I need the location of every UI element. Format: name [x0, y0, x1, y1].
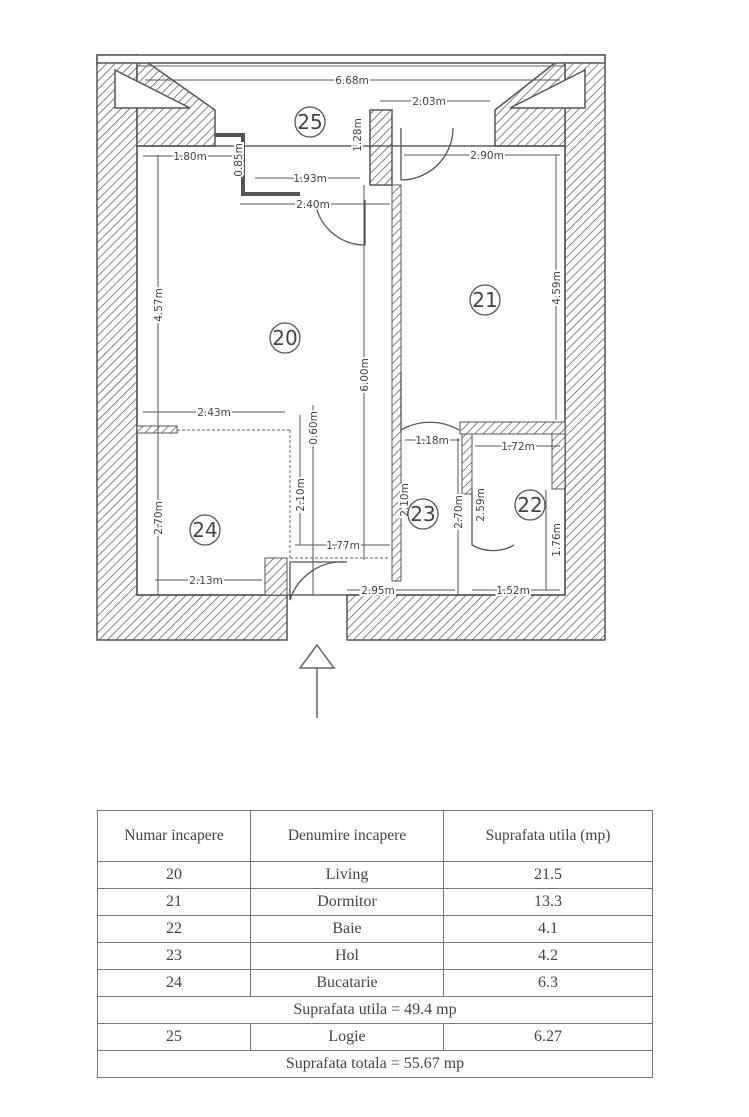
cell-room-number: 24 — [97, 969, 251, 997]
cell-room-number: 22 — [97, 915, 251, 943]
table-row: 23 Hol 4.2 — [97, 942, 653, 970]
dim-living-height: 4.57m — [153, 288, 165, 322]
cell-room-name: Dormitor — [250, 888, 444, 916]
cell-room-number: 20 — [97, 861, 251, 889]
dim-kitchen-height: 2.70m — [153, 501, 165, 535]
header-room-name: Denumire incapere — [250, 810, 444, 862]
dim-bedroom-height: 4.59m — [551, 271, 563, 305]
cell-room-name: Hol — [250, 942, 444, 970]
cell-room-number: 23 — [97, 942, 251, 970]
table-row: 21 Dormitor 13.3 — [97, 888, 653, 916]
table-row: 20 Living 21.5 — [97, 861, 653, 889]
cell-room-number: 21 — [97, 888, 251, 916]
dim-bath-door-height: 2.59m — [475, 488, 487, 522]
room-area-table: Numar incapere Denumire incapere Suprafa… — [97, 810, 653, 1078]
dim-living-full-height: 6.00m — [359, 358, 371, 392]
dim-bedroom-width: 2.90m — [470, 150, 504, 162]
cell-room-area: 21.5 — [443, 861, 653, 889]
dim-logia-pillar: 1.28m — [352, 118, 364, 152]
table-row: 22 Baie 4.1 — [97, 915, 653, 943]
cell-room-area: 4.2 — [443, 942, 653, 970]
cell-room-name: Living — [250, 861, 444, 889]
room-label-21: 21 — [472, 288, 497, 312]
header-usable-area: Suprafata utila (mp) — [443, 810, 653, 862]
cell-room-area: 13.3 — [443, 888, 653, 916]
dim-hall-width: 1.18m — [415, 435, 449, 447]
cell-room-area: 6.27 — [443, 1023, 653, 1051]
dim-living-upper-width: 2.40m — [296, 199, 330, 211]
cell-room-name: Bucatarie — [250, 969, 444, 997]
dim-entry-width: 1.77m — [326, 540, 360, 552]
dim-kitchen-offset: 0.60m — [308, 411, 320, 445]
dim-living-step-vertical: 0.85m — [233, 143, 245, 177]
dim-bath-bottom-width: 1.52m — [496, 585, 530, 597]
dim-logia-width: 6.68m — [335, 75, 369, 87]
dim-bath-height: 1.76m — [551, 523, 563, 557]
total-area: Suprafata totala = 55.67 mp — [97, 1050, 653, 1078]
cell-room-number: 25 — [97, 1023, 251, 1051]
dim-bath-width: 1.72m — [501, 441, 535, 453]
cell-room-name: Logie — [250, 1023, 444, 1051]
header-room-number: Numar incapere — [97, 810, 251, 862]
dim-living-step-width: 1.93m — [293, 173, 327, 185]
dim-hall-height: 2.10m — [399, 483, 411, 517]
cell-room-name: Baie — [250, 915, 444, 943]
exterior-walls — [96, 53, 606, 641]
dim-kitchen-inner-height: 2.10m — [295, 478, 307, 512]
dim-living-top-left: 1.80m — [173, 151, 207, 163]
room-label-20: 20 — [272, 326, 297, 350]
table-header-row: Numar incapere Denumire incapere Suprafa… — [97, 810, 653, 862]
table-row: 25 Logie 6.27 — [97, 1023, 653, 1051]
dim-kitchen-width-top: 2.43m — [197, 407, 231, 419]
room-label-22: 22 — [517, 493, 542, 517]
cell-room-area: 6.3 — [443, 969, 653, 997]
dim-logia-door: 2.03m — [412, 96, 446, 108]
room-label-24: 24 — [192, 518, 217, 542]
subtotal-row: Suprafata utila = 49.4 mp — [97, 996, 653, 1024]
dim-hall-right-height: 2.70m — [453, 495, 465, 529]
floor-plan: 6.68m 2.03m 1.80m 1.93m 2.40m 2.90m 2.43… — [96, 53, 606, 718]
dim-hall-bottom-width: 2.95m — [361, 585, 395, 597]
room-label-23: 23 — [410, 502, 435, 526]
room-label-25: 25 — [297, 110, 322, 134]
cell-room-area: 4.1 — [443, 915, 653, 943]
arrow-up-icon — [298, 643, 336, 718]
total-row: Suprafata totala = 55.67 mp — [97, 1050, 653, 1078]
dim-kitchen-width-bottom: 2.13m — [189, 575, 223, 587]
subtotal-usable-area: Suprafata utila = 49.4 mp — [97, 996, 653, 1024]
table-row: 24 Bucatarie 6.3 — [97, 969, 653, 997]
